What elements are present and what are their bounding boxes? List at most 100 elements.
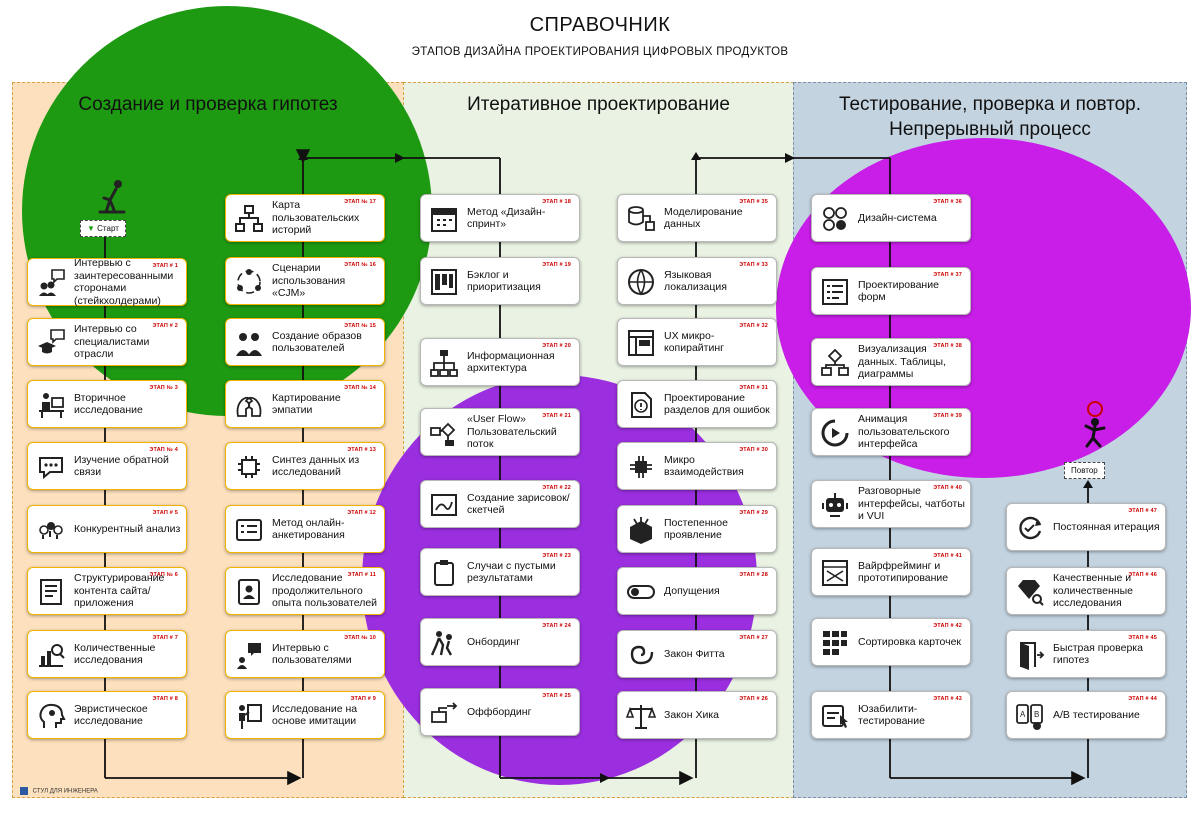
contact-book-icon <box>234 577 264 607</box>
stage-number: ЭТАП # 30 <box>739 447 768 453</box>
iteration-icon <box>1015 513 1045 543</box>
head-gear-icon <box>36 701 66 731</box>
chat-bubble-icon <box>36 452 66 482</box>
stage-card[interactable]: ЭТАП # 25 Оффбординг <box>420 688 580 736</box>
stage-number: ЭТАП # 36 <box>933 199 962 205</box>
stage-number: ЭТАП # 45 <box>1128 635 1157 641</box>
clipboard-icon <box>429 558 459 588</box>
stage-number: ЭТАП № 3 <box>149 385 178 391</box>
sitemap-icon <box>429 348 459 378</box>
chart-magnifier-icon <box>36 640 66 670</box>
scales-icon <box>625 701 657 731</box>
personas-icon <box>234 328 264 358</box>
stage-label: Анимация пользовательского интерфейса <box>858 413 950 451</box>
stage-number: ЭТАП # 46 <box>1128 572 1157 578</box>
flow-icon <box>429 418 459 448</box>
stage-number: ЭТАП # 31 <box>739 385 768 391</box>
stage-number: ЭТАП # 25 <box>542 693 571 699</box>
stage-number: ЭТАП # 38 <box>933 343 962 349</box>
zone-title-testing-line2: Непрерывный процесс <box>889 119 1091 140</box>
robot-icon <box>820 490 850 520</box>
stage-number: ЭТАП № 17 <box>344 199 376 205</box>
stage-card[interactable]: ЭТАП # 47 Постоянная итерация <box>1006 503 1166 551</box>
stage-number: ЭТАП # 37 <box>933 272 962 278</box>
design-system-icon <box>820 204 850 234</box>
footer-brand: СТУЛ ДЛЯ ИНЖЕНЕРА <box>20 787 98 795</box>
database-icon <box>626 204 656 234</box>
stage-label: Моделирование данных <box>664 205 743 231</box>
stage-label: Микро взаимодействия <box>664 453 744 479</box>
stage-label: Постоянная итерация <box>1053 520 1160 533</box>
stage-number: ЭТАП # 44 <box>1128 696 1157 702</box>
page-title: СПРАВОЧНИК <box>529 14 671 36</box>
stage-number: ЭТАП # 18 <box>542 199 571 205</box>
svg-text:B: B <box>1034 710 1039 719</box>
logo-icon <box>20 787 28 795</box>
usability-icon <box>820 701 850 731</box>
stage-card[interactable]: ЭТАП # 21«User Flow» Пользовательский по… <box>420 408 580 456</box>
hierarchy-icon <box>234 204 264 234</box>
stage-label: Карта пользовательских историй <box>272 199 360 237</box>
stage-label: Оффбординг <box>467 705 532 718</box>
stage-number: ЭТАП № 16 <box>344 262 376 268</box>
survey-icon <box>234 515 264 545</box>
stage-label: Структурирование контента сайта/приложен… <box>74 572 165 610</box>
stage-number: ЭТАП # 41 <box>933 553 962 559</box>
diamond-search-icon <box>1015 577 1045 607</box>
footer-label: СТУЛ ДЛЯ ИНЖЕНЕРА <box>32 788 98 795</box>
stage-label: Изучение обратной связи <box>74 453 169 479</box>
dialog-icon <box>234 640 264 670</box>
page-subtitle: ЭТАПОВ ДИЗАЙНА ПРОЕКТИРОВАНИЯ ЦИФРОВЫХ П… <box>411 46 789 58</box>
stage-label: Информационная архитектура <box>467 349 555 375</box>
stage-number: ЭТАП № 14 <box>344 385 376 391</box>
stage-label: Закон Хика <box>664 708 719 721</box>
start-figure-icon <box>96 178 128 218</box>
stage-number: ЭТАП # 47 <box>1128 508 1157 514</box>
repeat-label: Повтор <box>1071 466 1098 475</box>
